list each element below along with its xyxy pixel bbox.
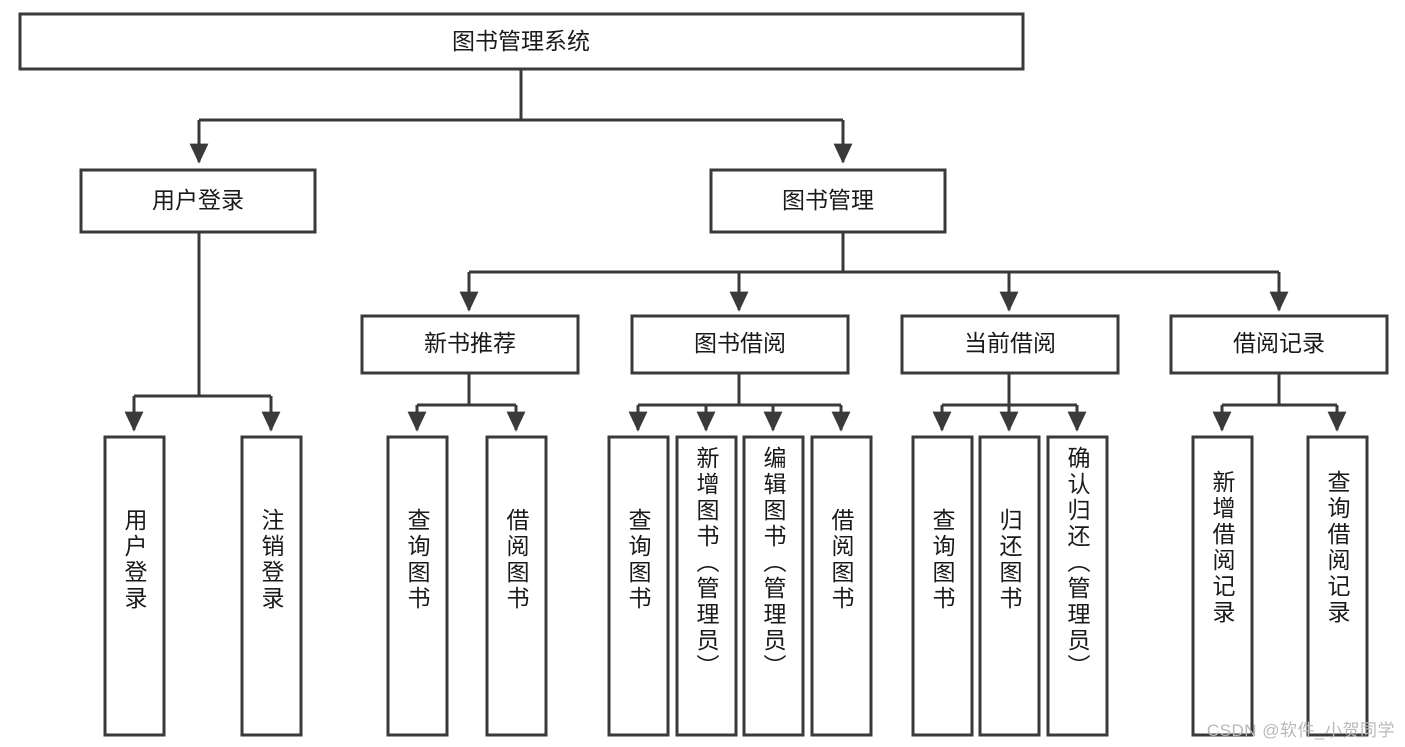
leaf-node-borrow-add-book[interactable]: 新增图书（管理员）: [675, 435, 738, 737]
node-user-login[interactable]: 用户登录: [79, 168, 317, 234]
leaf-node-records-add[interactable]: 新增借阅记录: [1191, 435, 1254, 737]
leaf-label-current-query: 查询图书: [929, 508, 956, 612]
leaf-node-user-login-login[interactable]: 用户登录: [103, 435, 166, 737]
connector-group-current-borrow: [932, 373, 1087, 432]
node-label-book-borrow: 图书借阅: [694, 330, 786, 356]
leaf-label-user-login-login: 用户登录: [121, 508, 148, 612]
leaf-node-borrow-borrow-book[interactable]: 借阅图书: [810, 435, 873, 737]
node-label-root: 图书管理系统: [452, 28, 590, 54]
connector-group-book-borrow: [628, 373, 851, 432]
node-label-user-login: 用户登录: [152, 187, 244, 213]
leaf-label-borrow-edit-book: 编辑图书（管理员）: [760, 446, 787, 680]
leaf-node-new-book-borrow[interactable]: 借阅图书: [485, 435, 548, 737]
node-root-system[interactable]: 图书管理系统: [18, 12, 1025, 71]
node-book-management[interactable]: 图书管理: [709, 168, 947, 234]
leaf-label-records-query: 查询借阅记录: [1324, 470, 1351, 626]
leaf-label-new-book-query: 查询图书: [404, 508, 431, 612]
connector-group-borrow-records: [1212, 373, 1347, 432]
connector-group-root: [189, 69, 853, 164]
connector-group-new-book: [407, 373, 526, 432]
leaf-label-borrow-add-book: 新增图书（管理员）: [693, 446, 720, 680]
leaf-node-current-query[interactable]: 查询图书: [911, 435, 974, 737]
node-current-borrow[interactable]: 当前借阅: [900, 314, 1120, 375]
leaf-label-borrow-query: 查询图书: [625, 508, 652, 612]
leaf-node-borrow-query[interactable]: 查询图书: [607, 435, 670, 737]
node-label-book-management: 图书管理: [782, 187, 874, 213]
node-new-book-recommend[interactable]: 新书推荐: [360, 314, 580, 375]
leaf-label-records-add: 新增借阅记录: [1209, 470, 1236, 626]
node-label-current-borrow: 当前借阅: [964, 330, 1056, 356]
leaf-label-new-book-borrow: 借阅图书: [503, 508, 530, 612]
leaf-node-new-book-query[interactable]: 查询图书: [386, 435, 449, 737]
leaf-label-user-login-logout: 注销登录: [258, 508, 285, 612]
leaf-node-current-confirm-return[interactable]: 确认归还（管理员）: [1046, 435, 1109, 737]
node-label-new-book-recommend: 新书推荐: [424, 330, 516, 356]
connector-group-book-management: [459, 232, 1289, 312]
node-book-borrow[interactable]: 图书借阅: [630, 314, 850, 375]
leaf-node-user-login-logout[interactable]: 注销登录: [240, 435, 303, 737]
leaf-node-borrow-edit-book[interactable]: 编辑图书（管理员）: [742, 435, 805, 737]
connector-group-user-login: [124, 232, 281, 432]
node-borrow-records[interactable]: 借阅记录: [1169, 314, 1389, 375]
leaf-node-current-return[interactable]: 归还图书: [978, 435, 1041, 737]
node-label-borrow-records: 借阅记录: [1233, 330, 1325, 356]
leaf-label-current-confirm-return: 确认归还（管理员）: [1064, 446, 1091, 680]
leaf-node-records-query[interactable]: 查询借阅记录: [1306, 435, 1369, 737]
leaf-label-current-return: 归还图书: [996, 508, 1023, 612]
leaf-label-borrow-borrow-book: 借阅图书: [828, 508, 855, 612]
